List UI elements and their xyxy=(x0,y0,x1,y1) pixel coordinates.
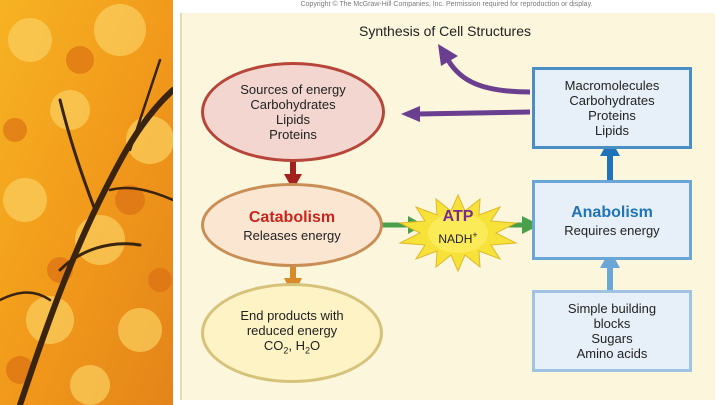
anabolism-heading: Anabolism xyxy=(571,203,653,221)
blocks-line: Sugars xyxy=(591,331,633,346)
end-products-line: reduced energy xyxy=(246,322,338,338)
sources-of-energy-node: Sources of energy Carbohydrates Lipids P… xyxy=(201,62,385,162)
blocks-line: blocks xyxy=(593,316,631,331)
sources-line: Carbohydrates xyxy=(250,97,336,112)
end-products-node: End products with reduced energy CO2, H2… xyxy=(201,283,383,383)
end-products-line: End products with xyxy=(240,307,344,323)
catabolism-node: Catabolism Releases energy xyxy=(201,183,383,267)
blocks-line: Amino acids xyxy=(576,346,648,361)
blocks-line: Simple building xyxy=(567,301,657,316)
end-products-formula: CO2, H2O xyxy=(263,337,321,356)
macro-line: Macromolecules xyxy=(564,78,660,93)
atp-label: ATP xyxy=(442,208,474,225)
atp-node: ATP NADH+ xyxy=(396,193,520,273)
sources-line: Sources of energy xyxy=(240,82,346,97)
macromolecules-node: Macromolecules Carbohydrates Proteins Li… xyxy=(532,67,692,149)
arrow-to-synthesis xyxy=(445,58,531,95)
arrow-blocks-anabolism xyxy=(607,262,613,290)
arrow-sources-catabolism xyxy=(290,160,296,176)
arrow-to-sources xyxy=(417,109,531,117)
arrow-to-synthesis-head xyxy=(438,44,458,66)
catabolism-heading: Catabolism xyxy=(248,208,336,226)
copyright-notice: Copyright © The McGraw-Hill Companies, I… xyxy=(300,1,593,8)
macro-line: Proteins xyxy=(588,108,636,123)
arrow-to-sources-head xyxy=(401,106,420,122)
autumn-leaves-image xyxy=(0,0,173,405)
catabolism-text: Releases energy xyxy=(243,227,341,243)
macro-line: Carbohydrates xyxy=(569,93,655,108)
sunburst-icon xyxy=(398,193,518,273)
anabolism-text: Requires energy xyxy=(564,222,660,238)
arrow-anabolism-macro xyxy=(607,152,613,182)
sources-line: Proteins xyxy=(269,127,317,142)
anabolism-node: Anabolism Requires energy xyxy=(532,180,692,260)
macro-line: Lipids xyxy=(595,123,629,138)
nadh-label: NADH+ xyxy=(438,230,478,246)
building-blocks-node: Simple building blocks Sugars Amino acid… xyxy=(532,290,692,372)
arrow-sources-catabolism-head xyxy=(284,174,302,190)
sources-line: Lipids xyxy=(276,112,310,127)
arrow-catabolism-end xyxy=(290,262,296,280)
arrow-atp-anabolism-head xyxy=(522,216,540,234)
diagram-title: Synthesis of Cell Structures xyxy=(359,23,531,39)
